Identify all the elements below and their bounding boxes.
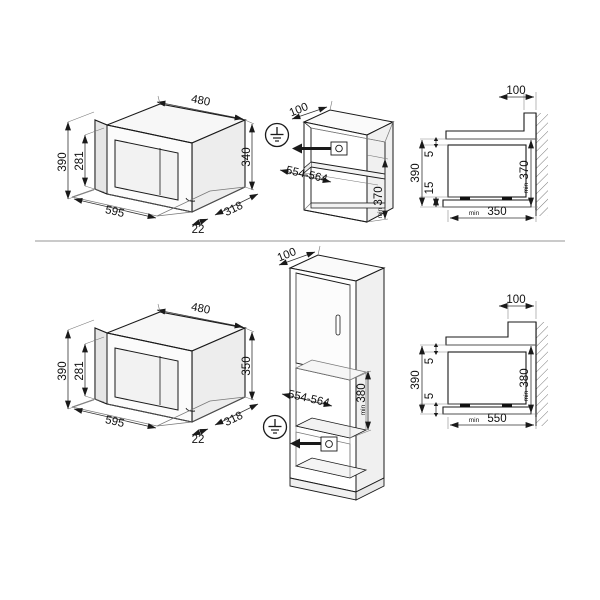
- dim-label-5-top: 5: [424, 151, 436, 157]
- dim-label-390-b: 390: [57, 361, 69, 380]
- dim-height-390-bottom: 390: [57, 319, 95, 410]
- dim-min-prefix-370-sec: min: [523, 182, 530, 193]
- dim-gap-100-top-sec: 100: [498, 85, 535, 100]
- dim-label-370-cab: 370: [373, 186, 385, 205]
- dim-label-350-b: 350: [241, 356, 253, 375]
- dim-label-22-b: 22: [192, 434, 205, 446]
- dim-min-prefix-cab: min: [377, 207, 384, 218]
- dim-height-340-top: 340: [241, 119, 255, 191]
- dim-label-350: 350: [487, 206, 506, 218]
- dim-label-390-sec: 390: [410, 163, 422, 182]
- dim-label-390-sec-b: 390: [410, 370, 422, 389]
- dim-label-340: 340: [241, 147, 253, 166]
- panel-top-cabinet: 100 554-564 370 min: [264, 100, 395, 223]
- dim-label-380-sec: 380: [519, 368, 531, 387]
- dim-380-section-bottom: 380 min: [519, 345, 534, 414]
- power-socket-icon-bottom: [320, 436, 338, 452]
- cabinet-door-handle: [335, 314, 341, 336]
- dim-total-390-bottom: 390: [410, 345, 425, 414]
- foot-block-right-top: [502, 196, 512, 201]
- dim-label-480-b: 480: [190, 301, 211, 316]
- earth-connection-arrow: [292, 143, 331, 154]
- dim-min-prefix-550: min: [469, 417, 480, 424]
- dim-niche-height-370-cab: 370 min: [366, 154, 389, 223]
- dim-label-5-top-b: 5: [424, 358, 436, 364]
- dim-label-595: 595: [104, 204, 125, 220]
- dim-min-prefix-350: min: [469, 210, 480, 217]
- cabinet-upper-door: [295, 272, 351, 376]
- wall-hatch-top: [536, 113, 548, 216]
- wall-hatch-bottom: [536, 322, 548, 426]
- dim-depth-100-tall: 100: [276, 245, 321, 266]
- dim-label-370-sec: 370: [519, 160, 531, 179]
- dim-depth-480-top: 480: [156, 93, 244, 121]
- foot-block-left-bottom: [460, 403, 470, 408]
- dim-label-5-bottom-b: 5: [424, 393, 436, 399]
- dim-label-15-top: 15: [424, 182, 436, 195]
- dim-label-390: 390: [57, 152, 69, 171]
- microwave-base-projection-top: [71, 186, 246, 217]
- dim-label-595-b: 595: [104, 414, 125, 430]
- dim-clearance-5-top-b: 5: [424, 343, 439, 364]
- dim-label-100-sec: 100: [506, 85, 525, 97]
- dim-label-480: 480: [190, 93, 211, 108]
- dim-width-595-top: 595: [73, 197, 157, 220]
- dim-depth-100-top-cab: 100: [288, 100, 333, 120]
- dim-label-281: 281: [74, 151, 86, 170]
- microwave-body-bottom: [94, 311, 247, 423]
- dim-min-prefix-tall: min: [360, 404, 367, 415]
- panel-top-section: 100 390 5 15 370 min 350 min: [410, 85, 548, 222]
- panel-bottom-cabinet: 100 554-564 380 min: [262, 245, 386, 501]
- appliance-section-outline-top: [447, 144, 527, 198]
- dim-shelf-550-bottom: 550 min: [449, 413, 535, 428]
- dim-label-550: 550: [487, 413, 506, 425]
- tall-cabinet-shell: [288, 254, 386, 501]
- foot-block-left-top: [460, 196, 470, 201]
- dim-clearance-15-top: 15: [424, 182, 439, 208]
- dim-height-390-top: 390: [57, 111, 95, 200]
- appliance-section-outline-bottom: [447, 351, 527, 405]
- dim-overhang-22-bottom: 22: [192, 428, 209, 446]
- dim-min-prefix-380-sec: min: [523, 390, 530, 401]
- earth-ground-icon: [264, 122, 290, 148]
- dim-depth-480-bottom: 480: [156, 301, 244, 329]
- dim-overhang-22-top: 22: [192, 218, 209, 236]
- dim-label-281-b: 281: [74, 361, 86, 380]
- dim-label-22: 22: [192, 224, 205, 236]
- dim-width-595-bottom: 595: [73, 407, 157, 430]
- dim-gap-100-bottom-sec: 100: [498, 294, 535, 309]
- dim-niche-height-380-tall: 380 min: [349, 370, 372, 439]
- dim-370-section-top: 370 min: [519, 139, 534, 207]
- panel-bottom-appliance: 390 281 480 350 595: [57, 301, 259, 446]
- earth-ground-icon-bottom: [262, 414, 288, 440]
- dim-clearance-5-top: 5: [424, 137, 439, 157]
- panel-bottom-section: 100 390 5 5 380 min 5: [410, 294, 548, 429]
- extension-lines-top: [420, 92, 538, 222]
- dim-shelf-350-top: 350 min: [449, 206, 535, 221]
- dim-clearance-5-bottom-b: 5: [424, 393, 439, 417]
- foot-block-right-bottom: [502, 403, 512, 408]
- dim-height-350-bottom: 350: [241, 327, 255, 401]
- power-socket-icon: [330, 141, 348, 156]
- dim-label-380-tall: 380: [356, 383, 368, 402]
- earth-connection-arrow-bottom: [290, 438, 321, 449]
- extension-lines-bottom: [420, 301, 538, 429]
- dim-height-281-top: 281: [74, 127, 105, 193]
- dim-total-390-top: 390: [410, 139, 425, 207]
- dim-height-281-bottom: 281: [74, 336, 105, 403]
- dim-label-100-sec-b: 100: [506, 294, 525, 306]
- panel-top-appliance: 390 281 480 340 595: [57, 93, 259, 236]
